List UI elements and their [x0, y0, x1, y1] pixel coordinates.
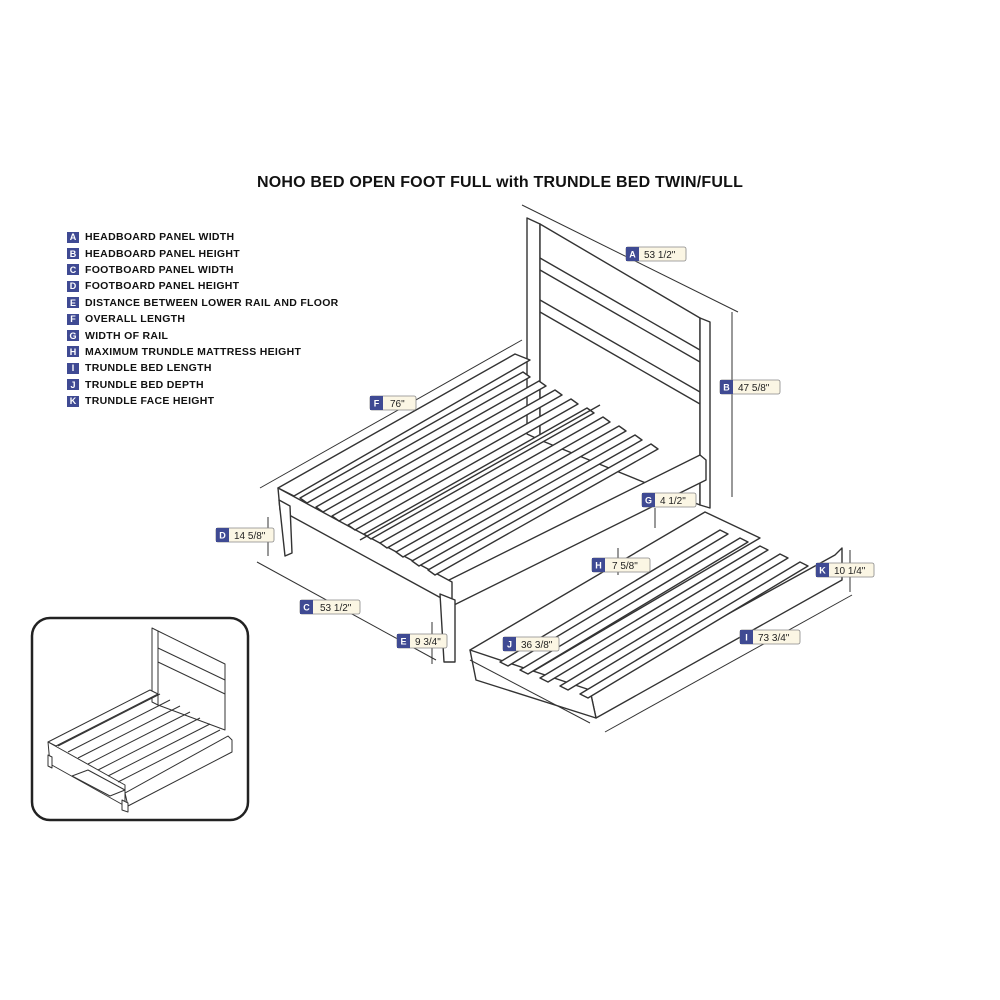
legend-item: K TRUNDLE FACE HEIGHT: [67, 393, 339, 409]
dim-letter: B: [723, 383, 730, 393]
legend-item: I TRUNDLE BED LENGTH: [67, 360, 339, 376]
legend-item: A HEADBOARD PANEL WIDTH: [67, 229, 339, 245]
diagram-title: NOHO BED OPEN FOOT FULL with TRUNDLE BED…: [256, 174, 744, 191]
trundle-illustration: [469, 511, 843, 719]
dim-value: 47 5/8": [738, 383, 770, 394]
legend-item: J TRUNDLE BED DEPTH: [67, 377, 339, 393]
legend-letter: G: [67, 330, 79, 342]
dim-value: 7 5/8": [612, 561, 638, 572]
dim-label-I: I 73 3/4": [739, 629, 801, 645]
legend-letter: D: [67, 280, 79, 292]
legend-label: OVERALL LENGTH: [85, 313, 186, 326]
dim-label-A: A 53 1/2": [625, 246, 687, 262]
dim-label-E: E 9 3/4": [396, 633, 448, 649]
legend-item: H MAXIMUM TRUNDLE MATTRESS HEIGHT: [67, 344, 339, 360]
legend-letter: F: [67, 313, 79, 325]
dim-value: 73 3/4": [758, 633, 790, 644]
dim-value: 53 1/2": [320, 603, 352, 614]
legend-label: FOOTBOARD PANEL WIDTH: [85, 263, 234, 276]
legend-label: TRUNDLE BED LENGTH: [85, 362, 212, 375]
legend-label: HEADBOARD PANEL HEIGHT: [85, 247, 240, 260]
dim-letter: I: [745, 633, 748, 643]
legend-item: D FOOTBOARD PANEL HEIGHT: [67, 278, 339, 294]
dim-label-J: J 36 3/8": [502, 636, 560, 652]
dim-label-K: K 10 1/4": [815, 562, 875, 578]
dim-value: 9 3/4": [415, 637, 441, 648]
dim-letter: G: [645, 496, 652, 506]
dim-letter: J: [507, 640, 512, 650]
legend-item: C FOOTBOARD PANEL WIDTH: [67, 262, 339, 278]
legend-item: F OVERALL LENGTH: [67, 311, 339, 327]
legend-letter: C: [67, 264, 79, 276]
dim-value: 53 1/2": [644, 250, 676, 261]
legend-item: B HEADBOARD PANEL HEIGHT: [67, 245, 339, 261]
dim-value: 4 1/2": [660, 496, 686, 507]
dim-label-B: B 47 5/8": [719, 379, 781, 395]
legend-label: HEADBOARD PANEL WIDTH: [85, 231, 235, 244]
legend-letter: K: [67, 395, 79, 407]
dim-label-D: D 14 5/8": [215, 527, 275, 543]
inset-thumbnail: [30, 616, 250, 822]
legend-label: MAXIMUM TRUNDLE MATTRESS HEIGHT: [85, 345, 302, 358]
legend-letter: B: [67, 248, 79, 260]
legend-label: TRUNDLE FACE HEIGHT: [85, 395, 215, 408]
dim-value: 14 5/8": [234, 531, 266, 542]
dim-letter: F: [374, 399, 380, 409]
dim-value: 76": [390, 399, 405, 410]
legend-letter: I: [67, 362, 79, 374]
legend-label: WIDTH OF RAIL: [85, 329, 169, 342]
bed-leg: [278, 499, 293, 557]
dim-letter: D: [219, 531, 226, 541]
legend-letter: J: [67, 379, 79, 391]
dim-label-F: F 76": [369, 395, 417, 411]
dimension-legend: A HEADBOARD PANEL WIDTH B HEADBOARD PANEL …: [67, 229, 339, 409]
legend-letter: H: [67, 346, 79, 358]
legend-item: G WIDTH OF RAIL: [67, 327, 339, 343]
legend-label: DISTANCE BETWEEN LOWER RAIL AND FLOOR: [85, 296, 339, 309]
bed-leg: [439, 593, 456, 663]
dim-value: 10 1/4": [834, 566, 866, 577]
dim-label-G: G 4 1/2": [641, 492, 697, 508]
legend-label: TRUNDLE BED DEPTH: [85, 378, 204, 391]
dim-letter: C: [303, 603, 310, 613]
dim-letter: H: [595, 561, 602, 571]
legend-item: E DISTANCE BETWEEN LOWER RAIL AND FLOOR: [67, 295, 339, 311]
dim-letter: K: [819, 566, 826, 576]
dim-letter: E: [400, 637, 406, 647]
legend-letter: A: [67, 231, 79, 243]
legend-label: FOOTBOARD PANEL HEIGHT: [85, 280, 240, 293]
dim-letter: A: [629, 250, 636, 260]
dim-label-C: C 53 1/2": [299, 599, 361, 615]
dim-value: 36 3/8": [521, 640, 553, 651]
legend-letter: E: [67, 297, 79, 309]
trundle-slats: [499, 529, 809, 699]
dim-label-H: H 7 5/8": [591, 557, 651, 573]
bed-illustration: [277, 217, 711, 663]
